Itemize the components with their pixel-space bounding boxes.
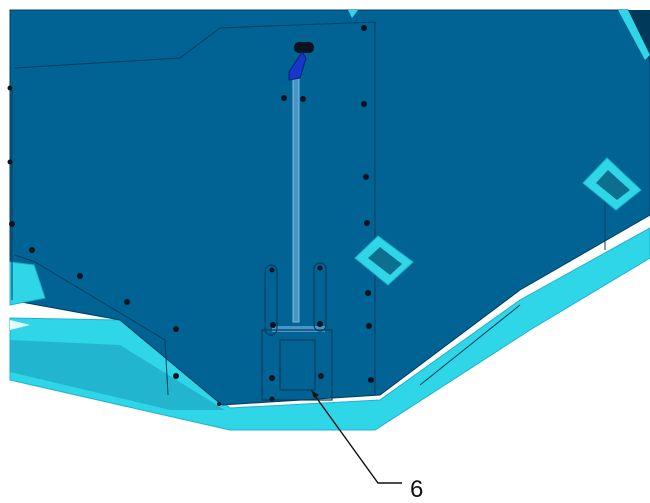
lower-trim-shadow	[10, 340, 225, 410]
bolt-hole-icon	[270, 322, 276, 328]
mounting-bracket-right	[582, 157, 642, 211]
bolt-hole-icon	[77, 273, 83, 279]
bolt-hole-icon	[364, 220, 370, 226]
bolt-hole-icon	[281, 95, 287, 101]
bolt-hole-icon	[317, 321, 323, 327]
bolt-hole-icon	[269, 375, 275, 381]
bolt-hole-icon	[7, 159, 13, 165]
bolt-hole-icon	[173, 326, 179, 332]
top-nub	[348, 10, 358, 18]
bolt-hole-icon	[173, 373, 179, 379]
mounting-bracket-left	[354, 235, 414, 286]
bolt-hole-icon	[317, 265, 323, 271]
bolt-hole-icon	[368, 377, 374, 383]
bolt-hole-icon	[269, 267, 275, 273]
bolt-hole-icon	[361, 25, 367, 31]
callout-label: 6	[410, 476, 424, 503]
bolt-hole-icon	[124, 299, 130, 305]
left-edge-part	[9, 261, 46, 306]
bolt-hole-icon	[318, 373, 324, 379]
handle-grip	[294, 42, 314, 53]
bolt-holes	[7, 25, 374, 406]
callout-arrowhead	[311, 390, 319, 398]
bolt-hole-icon	[269, 396, 275, 402]
bolt-hole-icon	[363, 174, 369, 180]
bolt-hole-icon	[29, 247, 35, 253]
left-edge-notch	[10, 320, 30, 330]
right-flap-edge	[618, 10, 650, 60]
bolt-hole-icon	[366, 323, 372, 329]
rod	[292, 71, 300, 323]
bolt-hole-icon	[361, 101, 367, 107]
handle-lever	[288, 51, 307, 81]
bolt-hole-icon	[217, 402, 221, 406]
bolt-hole-icon	[300, 96, 306, 102]
bolt-hole-icon	[7, 85, 13, 91]
callout-leader-line	[312, 392, 402, 484]
rod-foot	[272, 326, 325, 332]
panel-seams	[11, 21, 606, 396]
rod-assembly	[272, 42, 325, 332]
slot-plates	[261, 262, 333, 401]
bolt-hole-icon	[9, 221, 15, 227]
bolt-hole-icon	[365, 290, 371, 296]
